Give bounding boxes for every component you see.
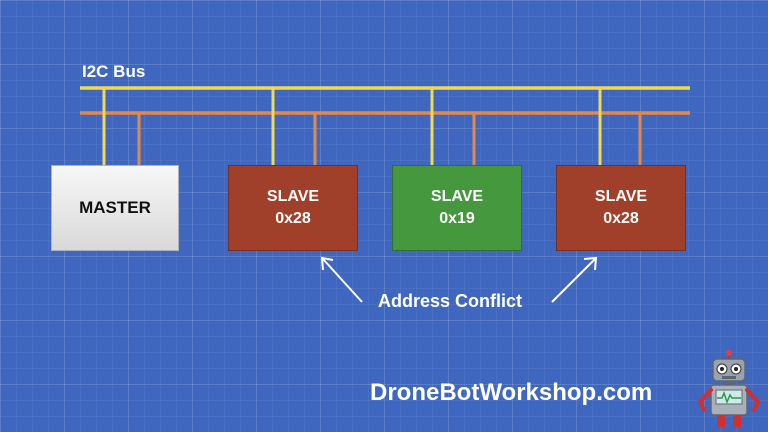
conflict-arrow-left bbox=[320, 256, 363, 303]
address-conflict-label: Address Conflict bbox=[378, 291, 523, 311]
slave3-address: 0x28 bbox=[603, 210, 639, 227]
conflict-arrow-right bbox=[551, 256, 598, 303]
slave-device-3: SLAVE 0x28 bbox=[556, 165, 686, 251]
slave-device-2: SLAVE 0x19 bbox=[392, 165, 522, 251]
slave3-label: SLAVE bbox=[594, 188, 648, 205]
slave1-label: SLAVE bbox=[266, 188, 320, 205]
master-label: MASTER bbox=[79, 198, 151, 217]
slave-device-1: SLAVE 0x28 bbox=[228, 165, 358, 251]
slave2-label: SLAVE bbox=[430, 188, 484, 205]
robot-icon bbox=[697, 350, 761, 427]
master-device: MASTER bbox=[51, 165, 179, 251]
slave2-address: 0x19 bbox=[439, 210, 475, 227]
slave1-address: 0x28 bbox=[275, 210, 311, 227]
site-watermark: DroneBotWorkshop.com bbox=[370, 379, 653, 406]
bus-label: I2C Bus bbox=[82, 62, 146, 81]
